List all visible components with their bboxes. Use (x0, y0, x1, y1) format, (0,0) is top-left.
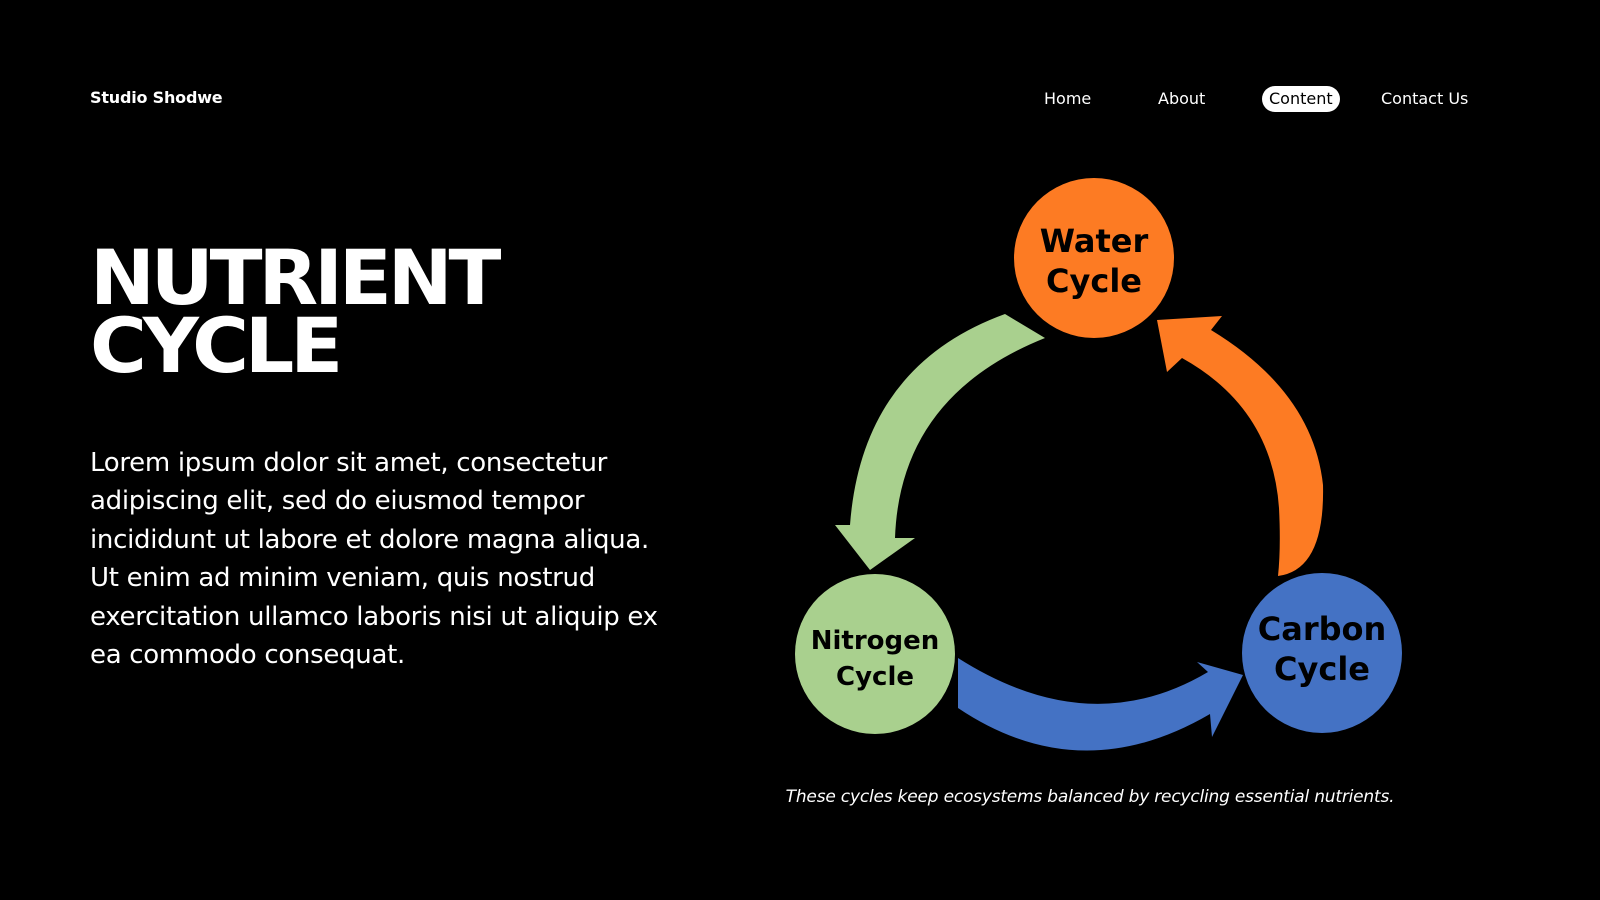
node-carbon-circle (1242, 573, 1402, 733)
node-water-label-line-2: Cycle (1046, 262, 1142, 300)
arrow-carbon-to-water (1157, 316, 1324, 576)
node-carbon-cycle: Carbon Cycle (1242, 573, 1402, 733)
brand-logo-text: Studio Shodwe (90, 88, 223, 107)
node-water-label-line-1: Water (1040, 222, 1149, 260)
node-carbon-label-line-2: Cycle (1274, 650, 1370, 688)
node-nitrogen-circle (795, 574, 955, 734)
node-nitrogen-cycle: Nitrogen Cycle (795, 574, 955, 734)
arrow-water-to-nitrogen (835, 314, 1045, 570)
nav-about-link[interactable]: About (1158, 89, 1206, 108)
nav-content-link[interactable]: Content (1262, 86, 1340, 112)
hero-body-text: Lorem ipsum dolor sit amet, consectetur … (90, 448, 658, 671)
node-nitrogen-label-line-2: Cycle (836, 662, 914, 692)
hero-title: NUTRIENT CYCLE (90, 233, 501, 390)
node-water-circle (1014, 178, 1174, 338)
top-navigation: Home About Content Contact Us (0, 86, 1600, 116)
nav-home-link[interactable]: Home (1044, 89, 1092, 108)
node-nitrogen-label-line-1: Nitrogen (811, 626, 940, 656)
diagram-caption: These cycles keep ecosystems balanced by… (785, 787, 1395, 807)
hero-title-line-2: CYCLE (90, 301, 343, 390)
node-carbon-label-line-1: Carbon (1258, 610, 1387, 648)
nav-contact-link[interactable]: Contact Us (1381, 89, 1469, 108)
node-water-cycle: Water Cycle (1014, 178, 1174, 338)
hero-title-line-1: NUTRIENT (90, 233, 501, 322)
arrow-nitrogen-to-carbon (958, 658, 1243, 751)
